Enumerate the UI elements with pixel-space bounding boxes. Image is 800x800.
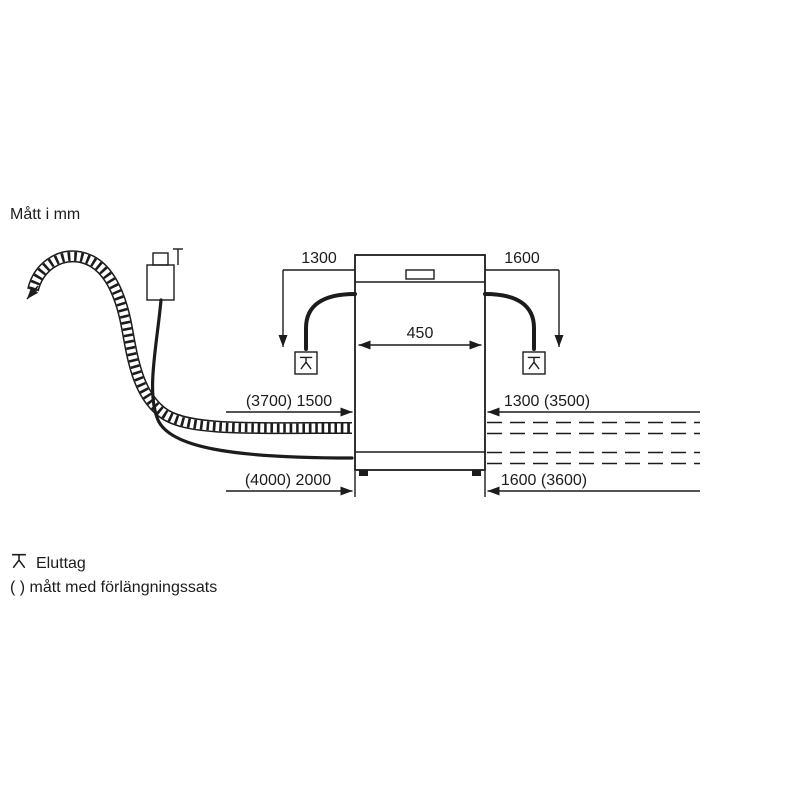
dimension-label: 450: [407, 325, 434, 342]
power-cord-right: [483, 292, 546, 375]
extended-hoses-dashed: [487, 421, 700, 465]
drain-hose: [26, 250, 353, 435]
dimension-lower-left: (4000) 2000: [226, 472, 353, 496]
dimension-lower-right: 1600 (3600): [487, 472, 700, 496]
power-outlet-icon: [11, 553, 27, 569]
legend: Eluttag ( ) mått med förlängningssats: [10, 553, 217, 596]
dimension-label: (3700) 1500: [246, 393, 332, 410]
drain-direction-arrow-icon: [26, 285, 39, 300]
dimension-label: (4000) 2000: [245, 472, 331, 489]
dimension-upper-right: 1300 (3500): [487, 393, 700, 417]
supply-hose: [146, 248, 354, 460]
tap-fitting: [152, 252, 169, 266]
appliance-foot-left: [359, 470, 368, 476]
outlet-box-left: [294, 351, 318, 375]
dimension-label: 1600 (3600): [501, 472, 587, 489]
power-outlet-icon: [299, 356, 313, 370]
control-panel-handle: [405, 269, 435, 280]
dimension-cord-right: 1600: [485, 250, 564, 347]
dimension-upper-left: (3700) 1500: [226, 393, 353, 417]
dimension-width: 450: [358, 325, 482, 350]
dimension-label: 1300 (3500): [504, 393, 590, 410]
aquastop-box: [146, 264, 175, 301]
diagram-title: Mått i mm: [10, 205, 80, 223]
power-outlet-icon: [527, 356, 541, 370]
dimension-label: 1300: [301, 250, 337, 267]
appliance-foot-right: [472, 470, 481, 476]
dimension-cord-left: 1300: [278, 250, 355, 347]
legend-extension-note: ( ) mått med förlängningssats: [10, 578, 217, 596]
dimension-label: 1600: [504, 250, 540, 267]
outlet-box-right: [522, 351, 546, 375]
power-cord-left: [294, 292, 357, 375]
legend-outlet-label: Eluttag: [36, 555, 86, 572]
dishwasher-outline: [354, 254, 486, 476]
